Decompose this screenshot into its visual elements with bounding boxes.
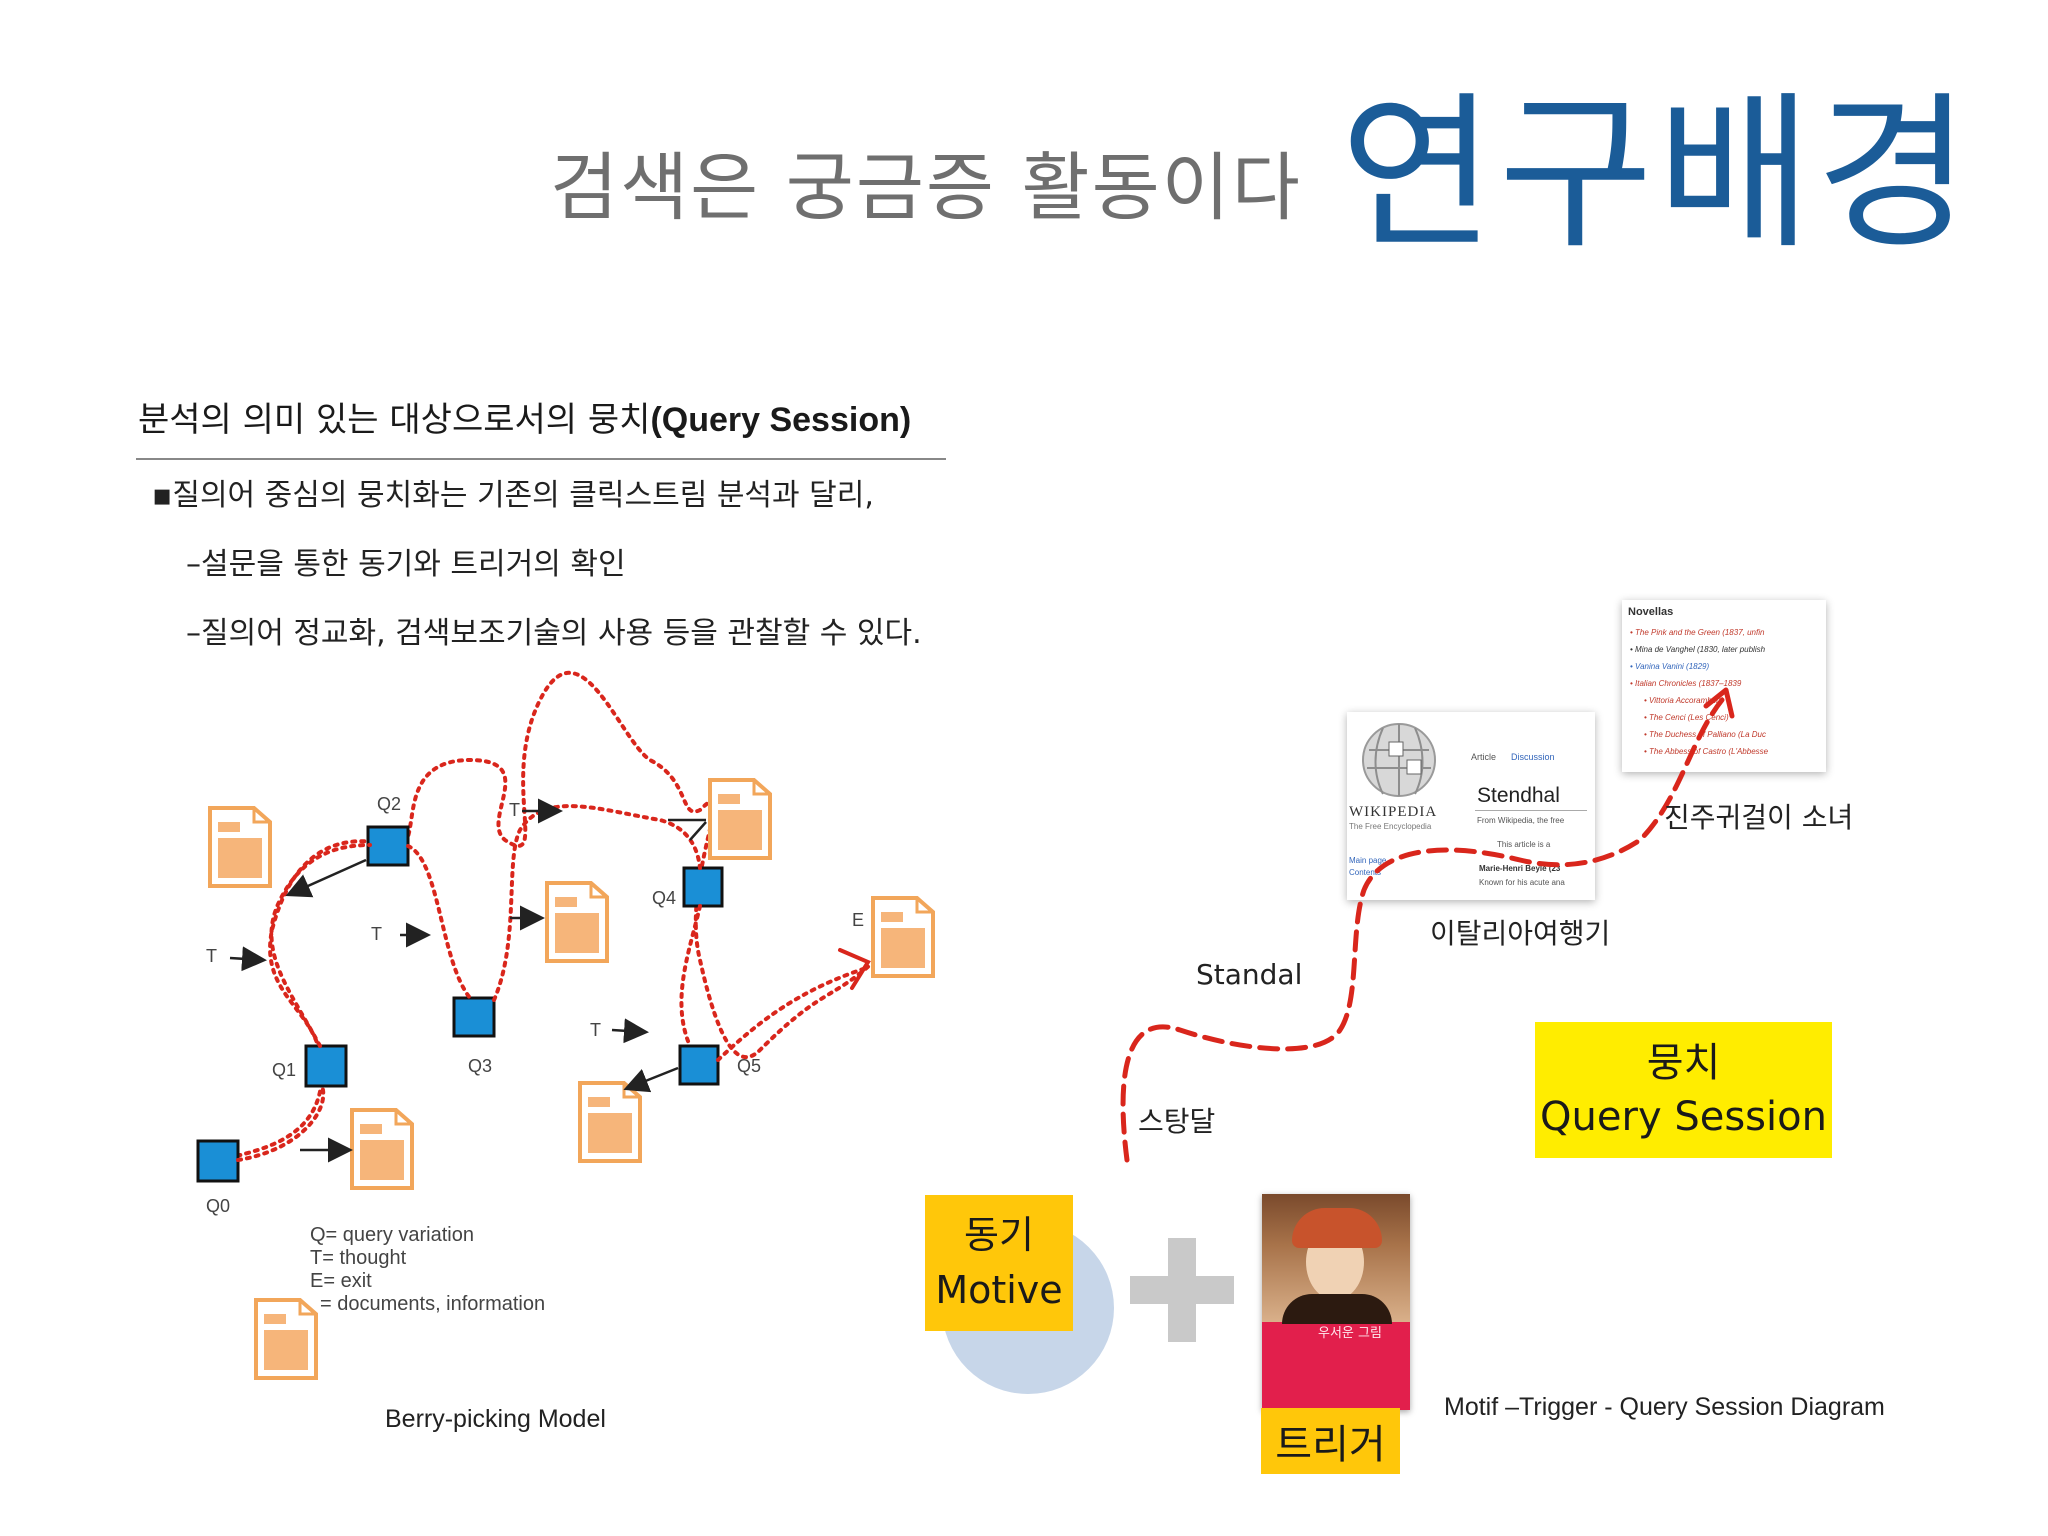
section-heading: 분석의 의미 있는 대상으로서의 뭉치(Query Session) <box>138 392 911 441</box>
novella-item: • The Duchess of Palliano (La Duc <box>1644 730 1766 739</box>
thought-label: T <box>371 924 382 944</box>
wiki-tab-article[interactable]: Article <box>1471 752 1497 762</box>
query-session-box: 뭉치 Query Session <box>1535 1022 1832 1158</box>
query-square-icon <box>452 996 496 1038</box>
query-label-q1: Q1 <box>272 1060 297 1080</box>
bullet-point-1: ▪질의어 중심의 뭉치화는 기존의 클릭스트림 분석과 달리, <box>152 470 874 514</box>
wiki-note: This article is a <box>1497 840 1551 849</box>
slide-title: 연구배경 <box>1340 76 1975 272</box>
arrow-icon <box>229 946 267 972</box>
query-square-icon <box>678 1044 720 1086</box>
exit-label: E <box>852 910 865 930</box>
wiki-tab-discussion[interactable]: Discussion <box>1511 752 1555 762</box>
legend-documents: = documents, information <box>320 1293 546 1315</box>
section-heading-english: (Query Session) <box>650 401 912 439</box>
section-heading-korean: 분석의 의미 있는 대상으로서의 뭉치 <box>138 400 651 440</box>
wiki-heading-rule <box>1475 810 1587 811</box>
heading-divider <box>136 458 946 460</box>
query-label-q3: Q3 <box>468 1056 493 1076</box>
bullet-marker: ▪ <box>152 478 173 513</box>
wiki-name: Marie-Henri Beyle (23 <box>1479 864 1561 873</box>
sub-point-2: –질의어 정교화, 검색보조기술의 사용 등을 관찰할 수 있다. <box>186 616 922 651</box>
cluster-korean: 뭉치 <box>1646 1040 1721 1086</box>
wikipedia-card: WIKIPEDIA The Free Encyclopedia Article … <box>1347 712 1595 900</box>
novella-item: • The Abbess of Castro (L'Abbesse <box>1644 747 1769 756</box>
book-cover-image <box>1262 1194 1410 1410</box>
wiki-heading: Stendhal <box>1477 784 1560 807</box>
berry-caption: Berry-picking Model <box>385 1405 606 1433</box>
berry-legend: Q= query variation T= thought E= exit = … <box>310 1224 545 1316</box>
slide-subtitle: 검색은 궁금증 활동이다 <box>550 145 1302 231</box>
plus-icon <box>1130 1238 1234 1342</box>
cluster-english: Query Session <box>1540 1094 1827 1140</box>
thought-label: T <box>206 946 217 966</box>
novellas-card: Novellas • The Pink and the Green (1837,… <box>1622 600 1826 772</box>
arrow-line <box>689 821 707 841</box>
novella-item: • The Cenci (Les Cenci) <box>1644 713 1729 722</box>
wiki-known: Known for his acute ana <box>1479 878 1565 887</box>
novella-item: • Italian Chronicles (1837–1839 <box>1630 679 1742 688</box>
query-label-q2: Q2 <box>377 794 402 814</box>
arrow-icon <box>611 1018 649 1044</box>
label-pearl-earring: 진주귀걸이 소녀 <box>1664 801 1854 834</box>
trigger-korean: 트리거 <box>1275 1422 1386 1468</box>
sub-point-1: –설문을 통한 동기와 트리거의 확인 <box>186 547 626 582</box>
wikipedia-logo-text: WIKIPEDIA <box>1349 804 1438 820</box>
session-caption: Motif –Trigger - Query Session Diagram <box>1444 1393 1885 1421</box>
query-square-icon <box>682 866 724 908</box>
book-title: 우서운 그림 <box>1318 1326 1382 1341</box>
session-arrow-head <box>1703 687 1735 719</box>
query-square-icon <box>304 1044 348 1088</box>
arrow-icon <box>623 1066 679 1093</box>
wiki-sub: From Wikipedia, the free <box>1477 816 1565 825</box>
label-stendhal-korean: 스탕달 <box>1138 1105 1216 1138</box>
session-path <box>1120 697 1725 1163</box>
legend-exit: E= exit <box>310 1270 372 1292</box>
trigger-box: 트리거 <box>1261 1408 1400 1474</box>
novella-item: • Mina de Vanghel (1830, later publish <box>1630 645 1766 654</box>
portrait-headdress <box>1292 1208 1382 1248</box>
motive-korean: 동기 <box>964 1212 1034 1257</box>
wikipedia-globe-icon <box>1362 723 1436 797</box>
novellas-list: • The Pink and the Green (1837, unfin • … <box>1630 624 1768 760</box>
query-square-icon <box>196 1139 240 1183</box>
novellas-title: Novellas <box>1628 606 1674 618</box>
arrow-icon <box>285 858 367 898</box>
label-standal: Standal <box>1196 958 1303 991</box>
legend-query: Q= query variation <box>310 1224 474 1246</box>
exit-arrow-head <box>838 948 871 990</box>
motive-english: Motive <box>935 1268 1063 1312</box>
portrait-dress <box>1282 1294 1392 1324</box>
wikipedia-tagline: The Free Encyclopedia <box>1349 822 1432 831</box>
novella-item: • Vanina Vanini (1829) <box>1630 662 1710 671</box>
query-label-q5: Q5 <box>737 1056 762 1076</box>
novella-item: • Vittoria Accoramboni <box>1644 696 1723 705</box>
query-label-q4: Q4 <box>652 888 677 908</box>
thought-label: T <box>509 800 520 820</box>
bullet-point-1-text: 질의어 중심의 뭉치화는 기존의 클릭스트림 분석과 달리, <box>172 478 874 513</box>
label-italy-travel: 이탈리아여행기 <box>1430 917 1611 950</box>
query-label-q0: Q0 <box>206 1196 231 1216</box>
wiki-side-contents[interactable]: Contents <box>1349 868 1382 877</box>
motive-box: 동기 Motive <box>925 1195 1073 1331</box>
thought-label: T <box>590 1020 601 1040</box>
novella-item: • The Pink and the Green (1837, unfin <box>1630 628 1765 637</box>
wiki-side-main[interactable]: Main page <box>1349 856 1387 865</box>
legend-thought: T= thought <box>310 1247 407 1269</box>
